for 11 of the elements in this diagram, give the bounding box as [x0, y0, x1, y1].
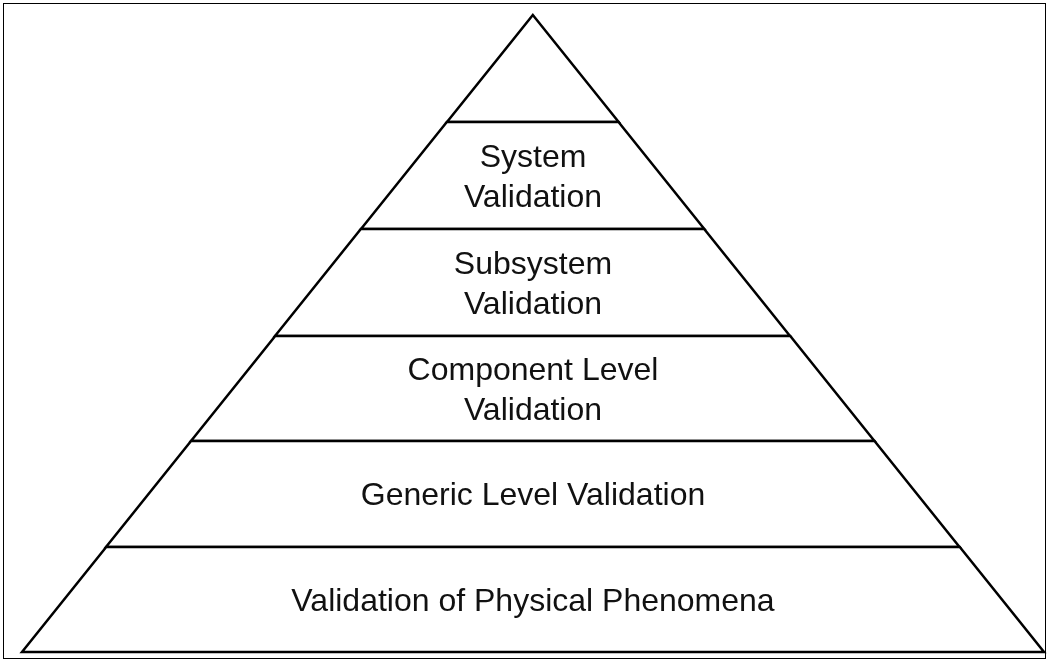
- pyramid-tier: [361, 122, 705, 229]
- pyramid-tier: [275, 229, 791, 336]
- tier-label: System Validation: [462, 136, 604, 216]
- pyramid-tier: [106, 441, 960, 547]
- tier-label: Subsystem Validation: [452, 243, 614, 323]
- tier-label: Component Level Validation: [406, 349, 660, 429]
- tier-label: Validation of Physical Phenomena: [291, 580, 775, 620]
- pyramid-tier: [22, 547, 1044, 652]
- tier-label: Generic Level Validation: [360, 475, 706, 514]
- pyramid-apex: [447, 15, 619, 122]
- pyramid-tier: [191, 336, 875, 441]
